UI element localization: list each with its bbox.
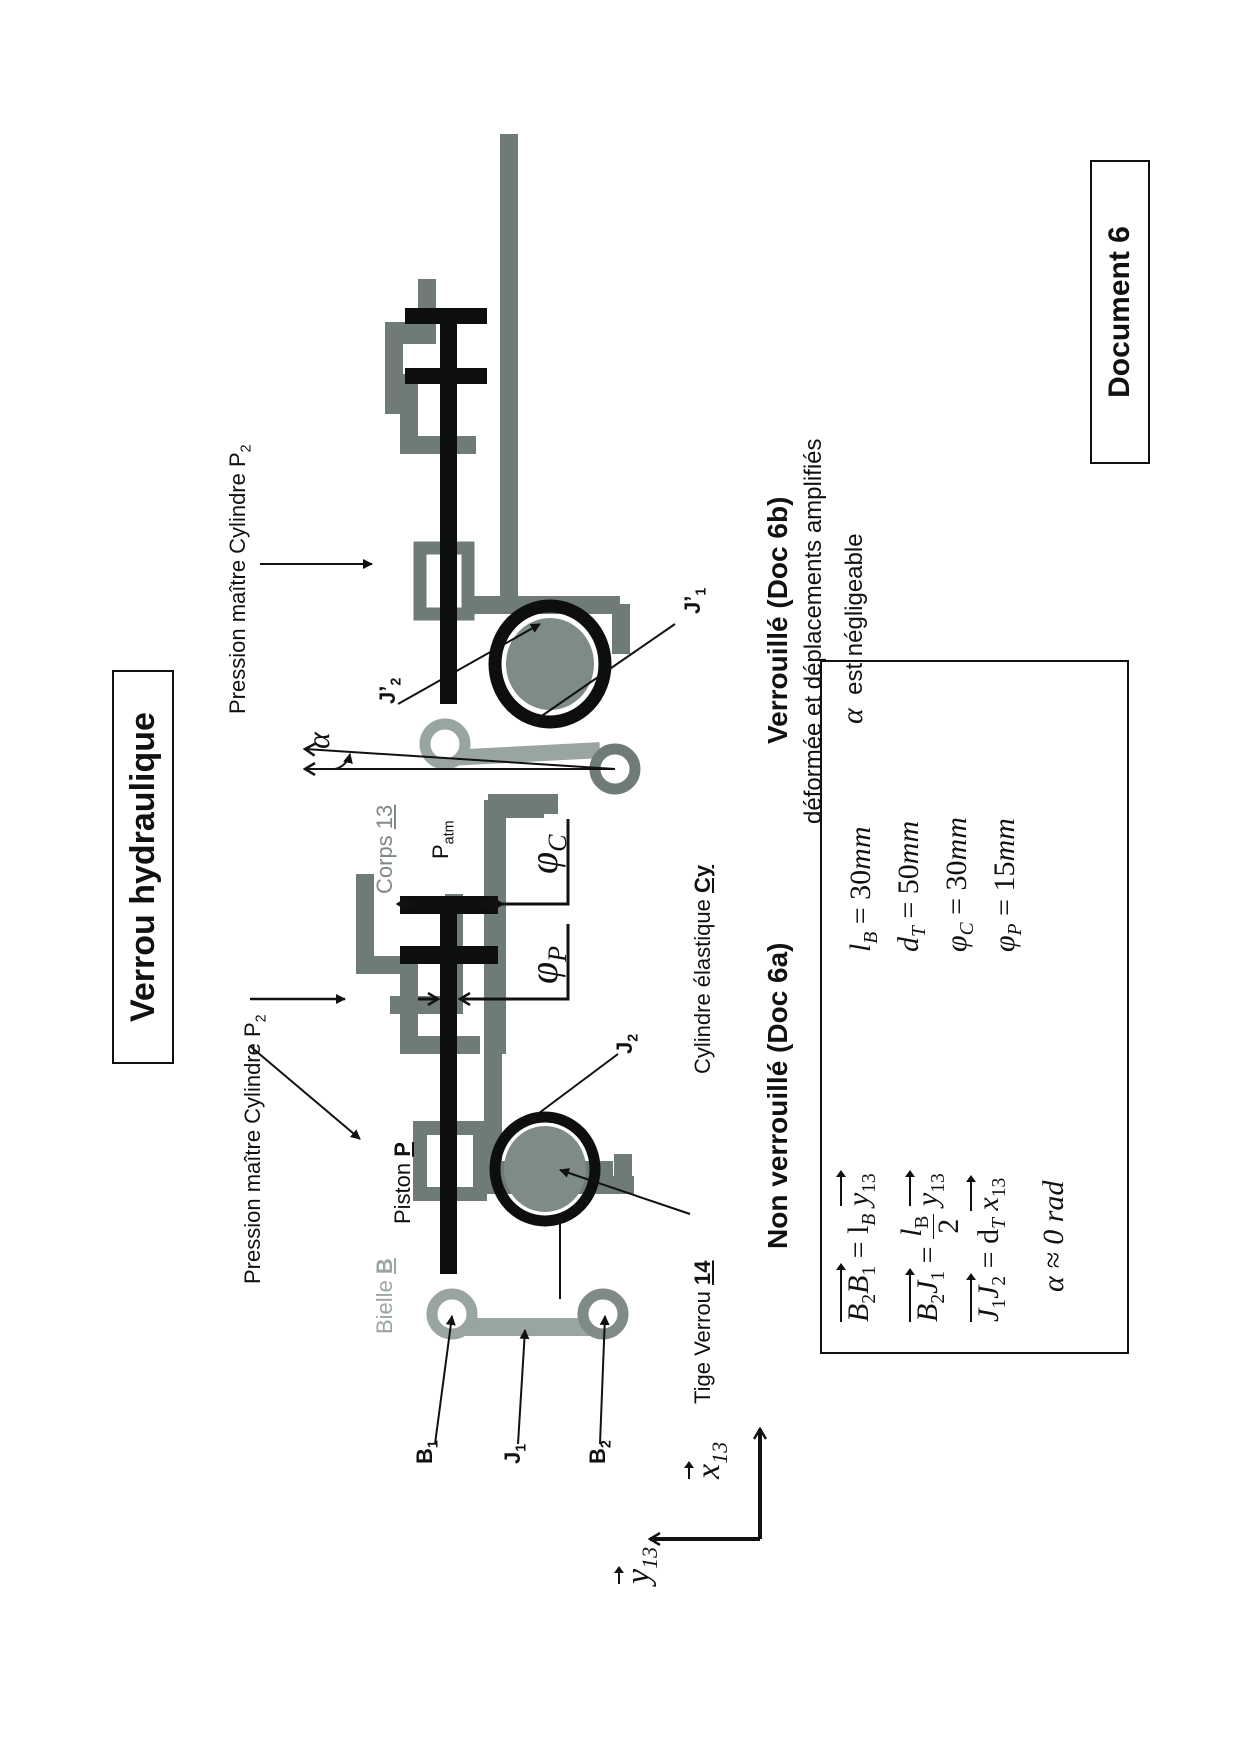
alpha-angle-lines: [305, 749, 616, 769]
document-label: Document 6: [1103, 226, 1136, 398]
document-label-box: Document 6: [1090, 160, 1150, 464]
doc6b-alpha-note: α est négligeable: [836, 533, 869, 724]
doc6b-subtitle: déformée et déplacements amplifiés: [800, 438, 827, 824]
pressure-label-6b: Pression maître Cylindre P2: [225, 444, 255, 714]
j1-prime-label: J’1: [680, 587, 710, 614]
tige-verrou-6b: [488, 599, 612, 729]
bielle-b: [426, 1288, 629, 1340]
tige-verrou-cylinder: [489, 1111, 601, 1227]
j2-prime-label: J’2: [375, 677, 405, 704]
piston-p: [400, 896, 498, 1274]
phi-c-dimension: [398, 819, 570, 904]
bielle-6b: [419, 718, 641, 795]
leader-lines-6b: [260, 559, 676, 725]
leader-lines: [249, 1045, 691, 1445]
piston-6b: [405, 308, 487, 704]
axes-x13-y13: [650, 1429, 760, 1539]
alpha-label: α: [300, 732, 336, 749]
doc6b-title: Verrouillé (Doc 6b): [762, 496, 793, 744]
phi-p-leader: [460, 924, 570, 1001]
